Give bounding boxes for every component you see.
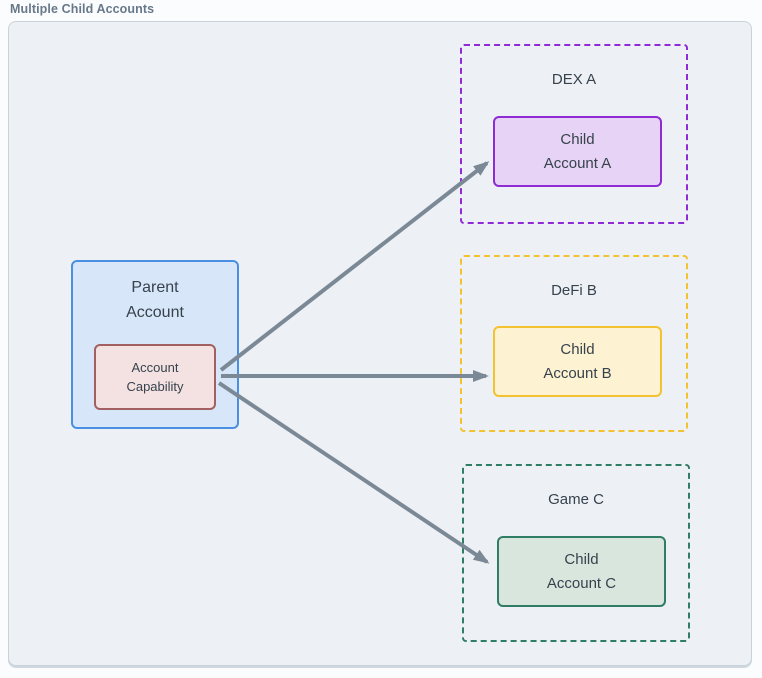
- diagram-title: Multiple Child Accounts: [10, 2, 155, 16]
- capability-label-line2: Capability: [126, 379, 184, 394]
- child-c-label-line2: Account C: [546, 574, 617, 592]
- diagram-canvas: Parent Account Account Capability DEX A …: [8, 21, 752, 666]
- group-game-c: Game C Child Account C: [462, 464, 690, 642]
- parent-account-label: Parent Account: [73, 275, 237, 325]
- child-account-a-node: Child Account A: [493, 116, 662, 187]
- child-b-label-line1: Child: [560, 340, 595, 358]
- parent-label-line2: Account: [126, 304, 184, 321]
- arrow-to-child-c: [217, 381, 490, 564]
- child-c-label-line1: Child: [564, 550, 599, 568]
- group-dex-a-label: DEX A: [551, 71, 597, 88]
- capability-label-line1: Account: [131, 360, 179, 375]
- parent-label-line1: Parent: [131, 279, 179, 296]
- child-b-label-line2: Account B: [543, 364, 612, 382]
- child-a-label-line2: Account A: [543, 154, 612, 172]
- child-a-label-line1: Child: [560, 130, 595, 148]
- account-capability-node: Account Capability: [94, 344, 216, 410]
- child-account-c-node: Child Account C: [497, 536, 666, 607]
- group-defi-b: DeFi B Child Account B: [460, 255, 688, 432]
- child-account-b-node: Child Account B: [493, 326, 662, 397]
- group-dex-a: DEX A Child Account A: [460, 44, 688, 224]
- group-defi-b-label: DeFi B: [551, 282, 597, 299]
- parent-account-node: Parent Account Account Capability: [71, 260, 239, 429]
- arrow-to-child-a: [219, 161, 490, 372]
- group-game-c-label: Game C: [548, 491, 604, 508]
